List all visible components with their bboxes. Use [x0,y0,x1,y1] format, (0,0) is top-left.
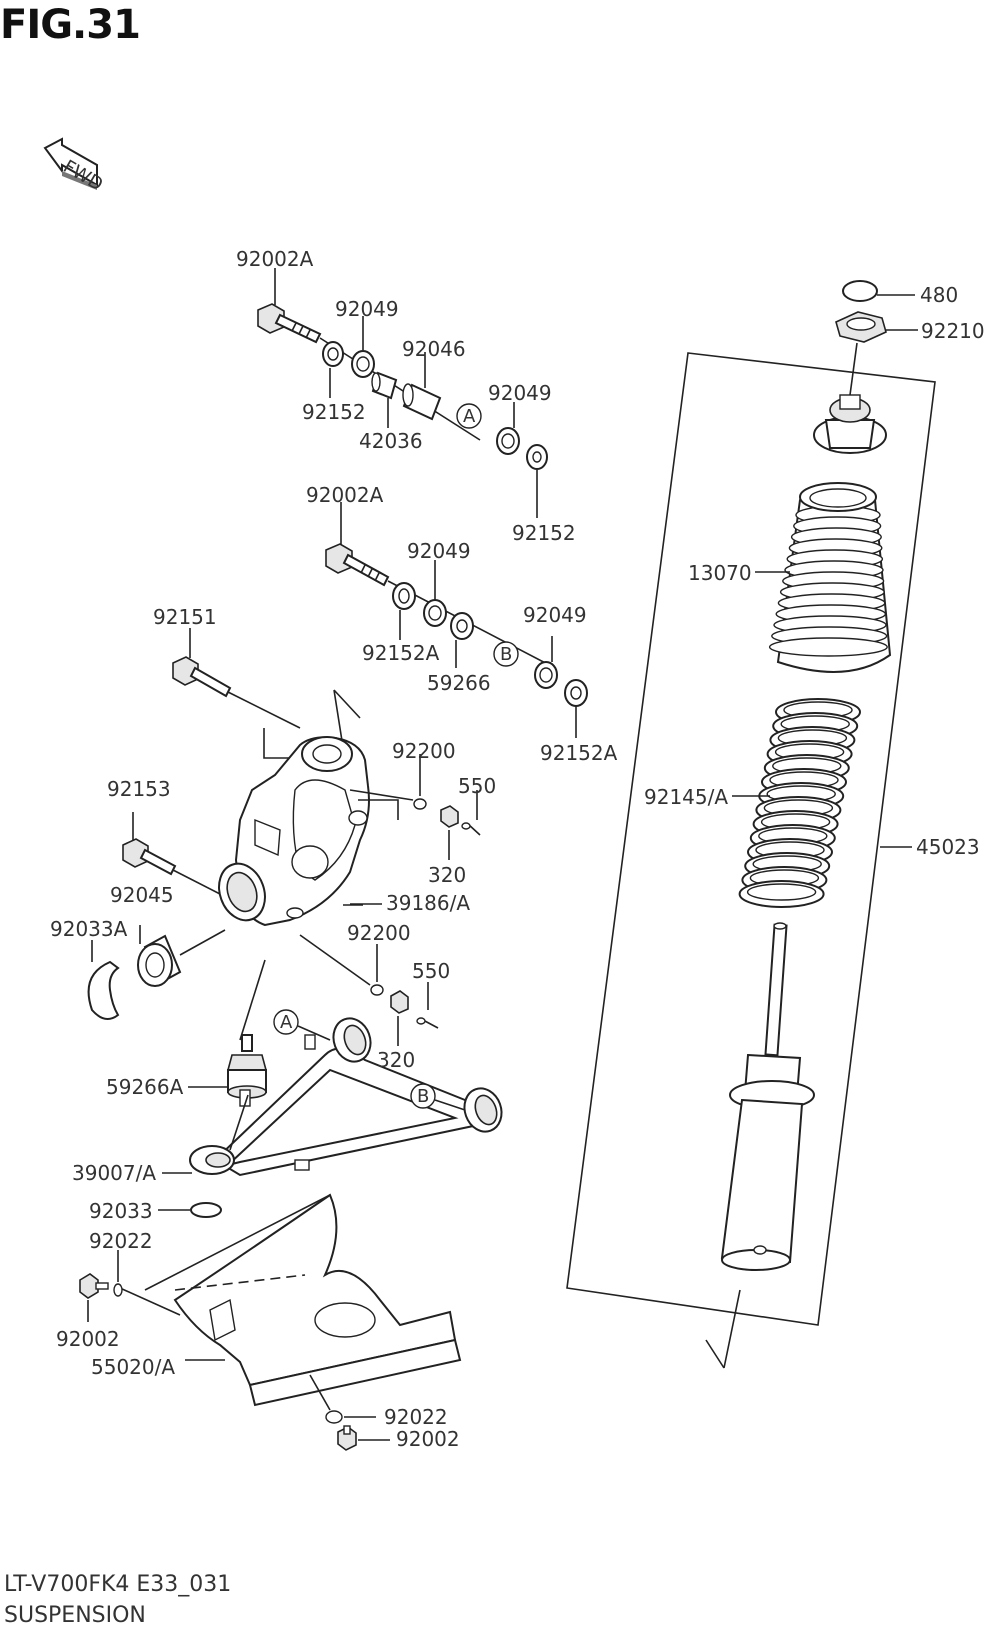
label-320-b: 320 [377,1048,415,1072]
boot-fold [768,637,888,657]
label-92022-b: 92022 [384,1405,448,1429]
figure-title: FIG.31 [0,2,141,48]
nut-320-b [390,990,409,1014]
label-550-b: 550 [412,959,450,983]
label-92200-a: 92200 [392,739,456,763]
bearing-92045 [137,934,182,987]
label-92152a-a: 92152A [362,641,440,665]
label-55020a: 55020/A [91,1355,175,1379]
damper-body [720,922,815,1271]
lower-arm-39007a [158,1009,503,1218]
label-45023: 45023 [916,835,980,859]
bolt-92002a-mid [325,543,390,587]
top-mount [813,394,887,454]
label-92152-a: 92152 [302,400,366,424]
label-92002a-mid: 92002A [306,483,384,507]
washer-92200-a [413,798,427,810]
ref-circle-b-top [493,641,519,667]
label-92200-b: 92200 [347,921,411,945]
label-92145a: 92145/A [644,785,728,809]
bolt-92151 [172,656,232,698]
label-92049-b1: 92049 [407,539,471,563]
coil-spring-92145a [738,698,861,908]
bolt-92002a-top [257,303,322,344]
label-92022-a: 92022 [89,1229,153,1253]
label-59266: 59266 [427,671,491,695]
label-ref-a-top: A [463,406,476,427]
label-92002-a: 92002 [56,1327,120,1351]
ref-circle-a-low [273,1009,299,1035]
circlip-92033a [87,960,120,1020]
circlip-480 [842,280,878,302]
label-92153: 92153 [107,777,171,801]
label-42036: 42036 [359,429,423,453]
label-92002-b: 92002 [396,1427,460,1451]
label-39186a: 39186/A [386,891,470,915]
ball-joint-59266a [226,1034,268,1099]
spring-coil-inner [746,883,817,901]
label-13070: 13070 [688,561,752,585]
label-92152-b: 92152 [512,521,576,545]
footer-model-code: LT-V700FK4 E33_031 [4,1572,232,1597]
label-550-a: 550 [458,774,496,798]
label-39007a: 39007/A [72,1161,156,1185]
label-320-a: 320 [428,863,466,887]
label-92049-a2: 92049 [488,381,552,405]
label-92046: 92046 [402,337,466,361]
circlip-92033 [190,1202,222,1218]
label-92152a-b: 92152A [540,741,618,765]
label-ref-b-top: B [500,644,512,665]
bushing-group-b [325,502,588,738]
ref-circle-b-low [410,1083,436,1109]
callout-labels: 92002A 92049 92046 92152 42036 A 92049 9… [50,247,985,1451]
footer-section-name: SUSPENSION [4,1603,146,1628]
dust-boot-13070 [768,482,892,673]
bolt-92153 [122,838,177,876]
label-92045: 92045 [110,883,174,907]
label-59266a: 59266A [106,1075,184,1099]
label-92151: 92151 [153,605,217,629]
label-92033a: 92033A [50,917,128,941]
bolt-92002-b [337,1425,357,1451]
nut-92210 [835,311,887,343]
ref-circle-a-top [456,403,482,429]
label-92033: 92033 [89,1199,153,1223]
knuckle-assembly [87,628,481,1046]
fwd-arrow-icon: FWD [43,137,106,195]
label-ref-a-low: A [280,1012,293,1033]
label-92049-b2: 92049 [523,603,587,627]
washer-92200-b [370,984,384,996]
guard-55020a [79,1193,462,1451]
label-92210: 92210 [921,319,985,343]
nut-320-a [440,805,459,828]
label-ref-b-low: B [417,1086,429,1107]
label-480: 480 [920,283,958,307]
label-92002a-top: 92002A [236,247,314,271]
shock-absorber-45023 [566,280,936,1369]
bushing-group-a [257,268,548,518]
washer-92022-a [113,1283,123,1297]
label-92049-a1: 92049 [335,297,399,321]
bolt-92002-a [79,1273,109,1299]
washer-92022-b [325,1410,343,1424]
